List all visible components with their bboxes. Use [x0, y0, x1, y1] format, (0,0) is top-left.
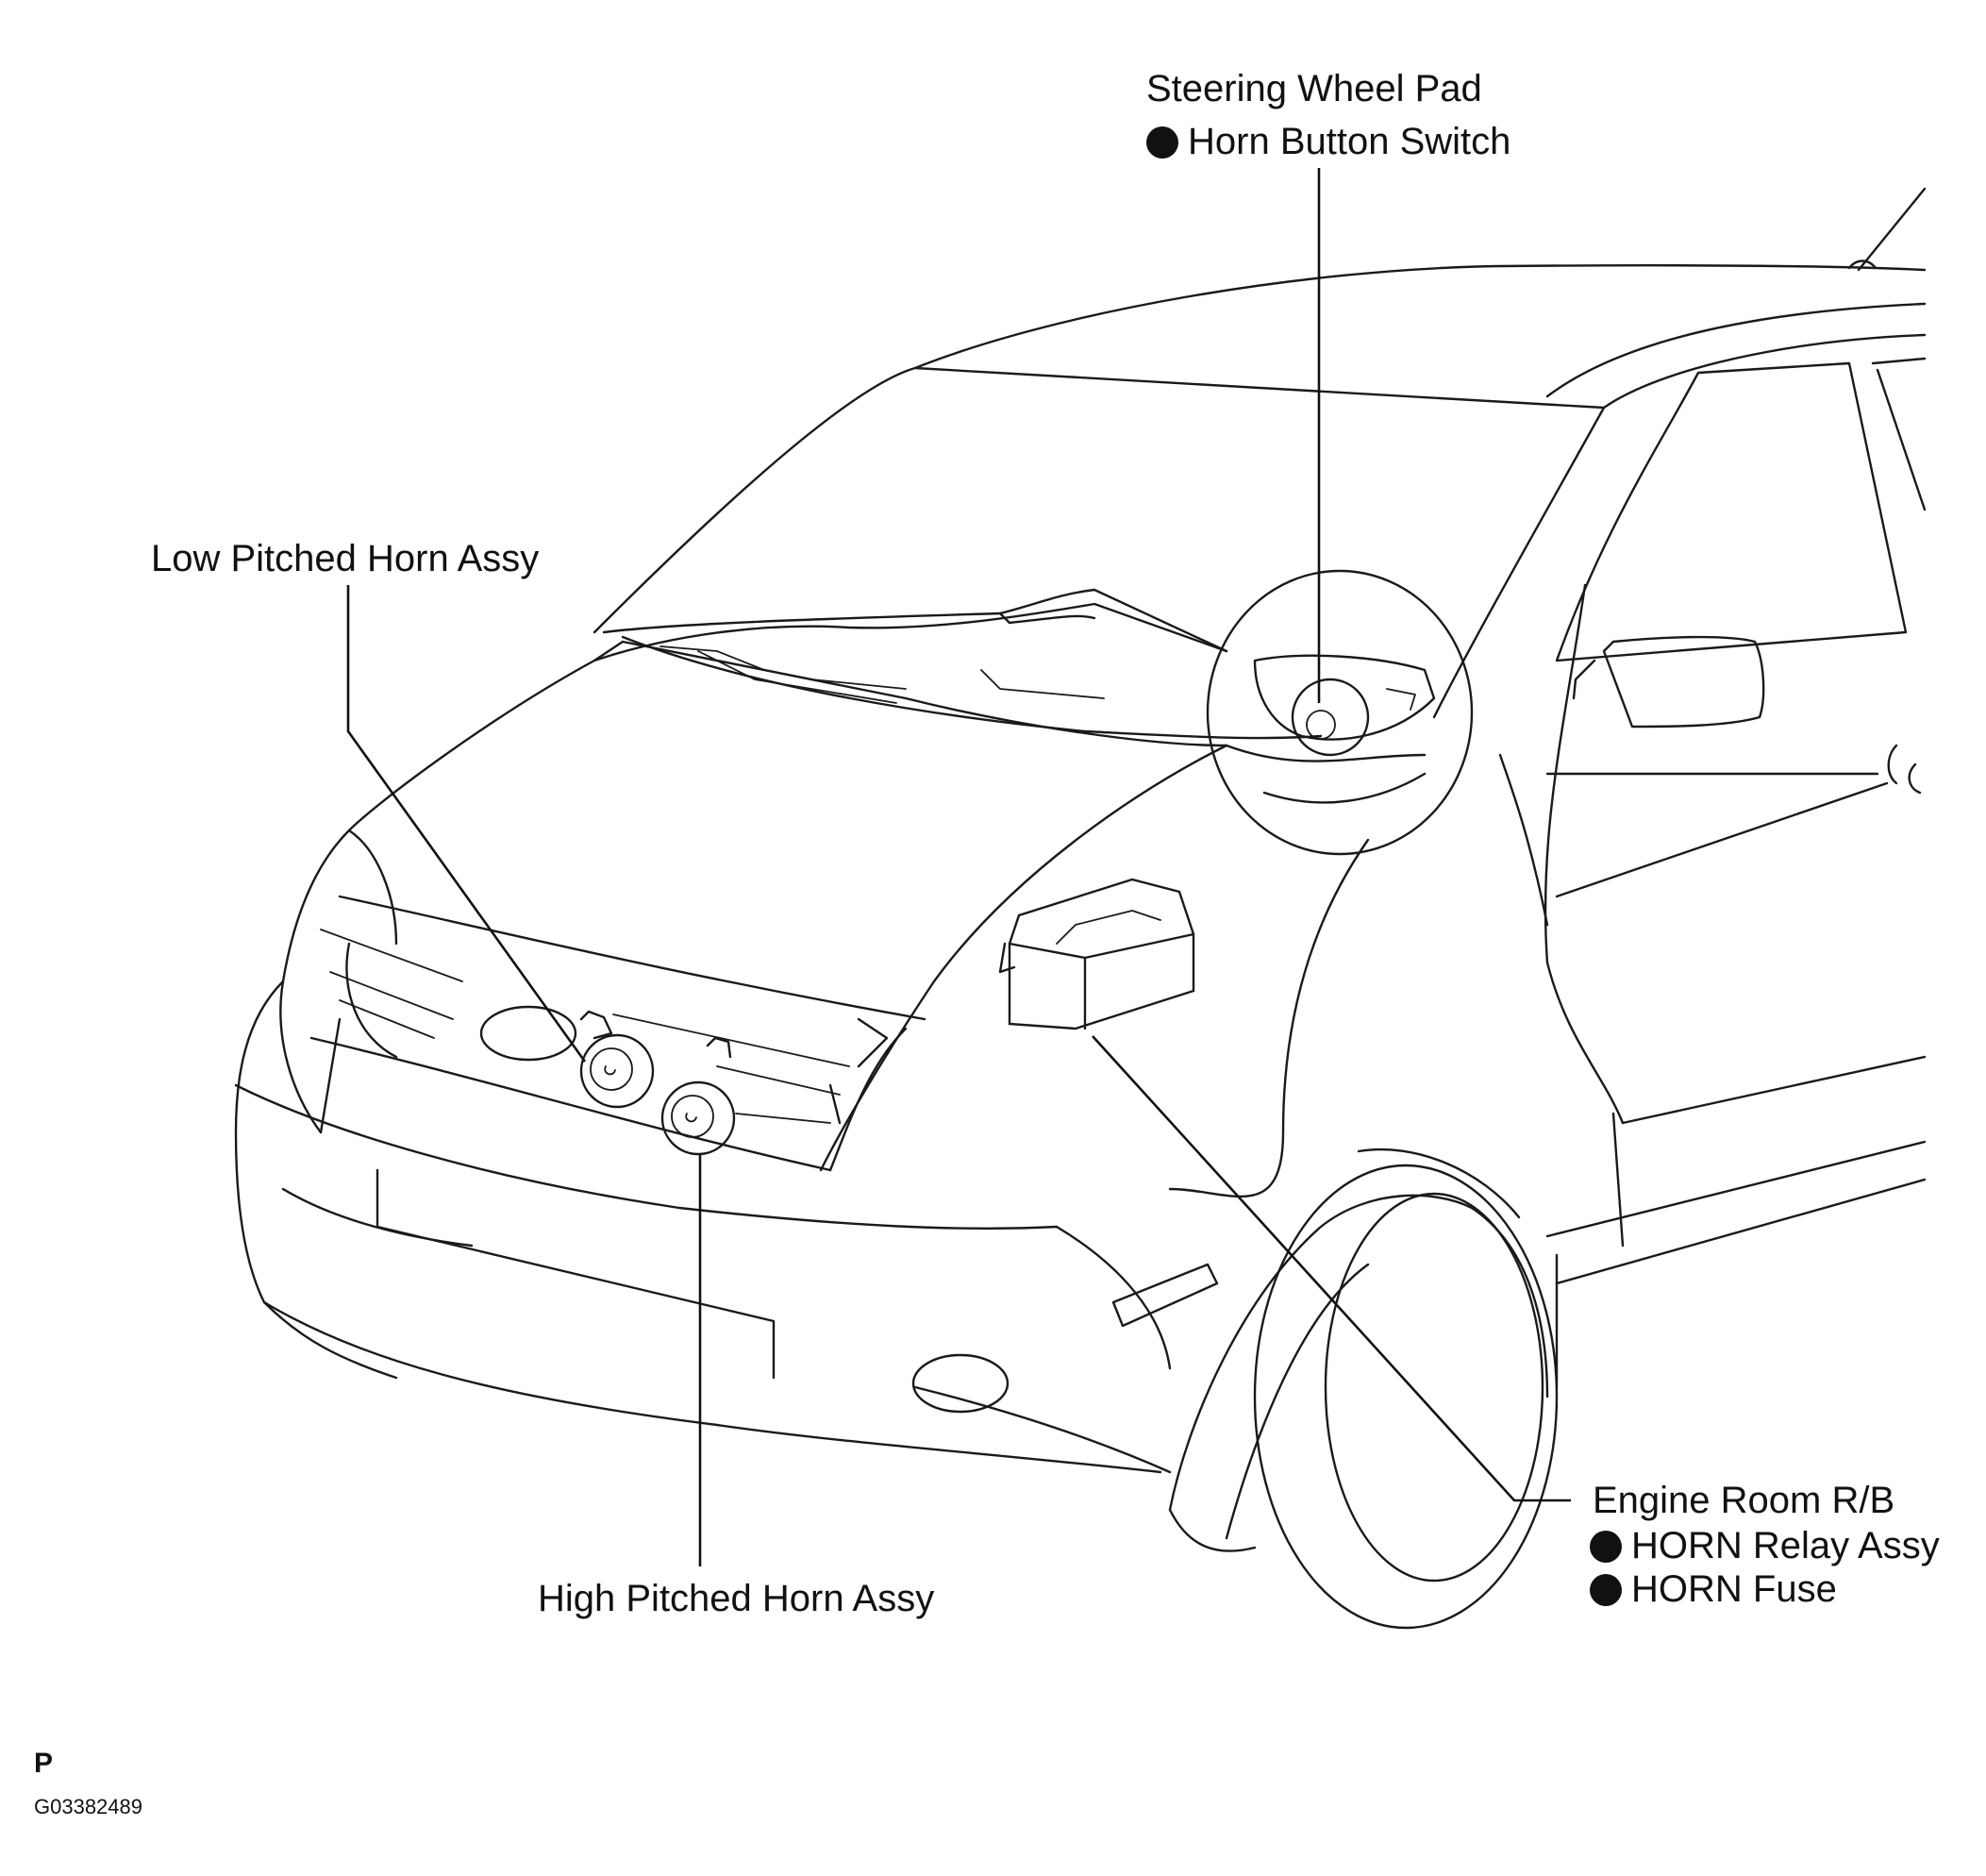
steering-wheel — [1206, 569, 1474, 856]
horn-button-switch-label: Horn Button Switch — [1146, 121, 1510, 162]
engine-room-relay-box — [998, 878, 1195, 1030]
low-pitched-horn-label: Low Pitched Horn Assy — [151, 538, 540, 579]
horn-relay-label: HORN Relay Assy — [1590, 1525, 1940, 1566]
low-pitched-horn — [579, 1010, 655, 1109]
car-body-outline — [234, 187, 1927, 1474]
horn-fuse-label: HORN Fuse — [1590, 1568, 1837, 1610]
figure-code: G03382489 — [34, 1795, 142, 1818]
high-pitched-horn-label: High Pitched Horn Assy — [538, 1578, 935, 1619]
front-wheel — [1168, 1147, 1559, 1630]
horn-fuse-text: HORN Fuse — [1631, 1568, 1837, 1610]
bullet-icon — [1590, 1574, 1622, 1606]
page-mark: P — [34, 1748, 54, 1779]
steering-wheel-pad-label: Steering Wheel Pad — [1146, 68, 1482, 109]
bullet-icon — [1590, 1531, 1622, 1563]
horn-relay-text: HORN Relay Assy — [1631, 1525, 1940, 1566]
windshield-and-wipers — [602, 588, 1323, 740]
horn-button-switch-text: Horn Button Switch — [1188, 121, 1511, 162]
engine-room-rb-label: Engine Room R/B — [1593, 1480, 1895, 1521]
leader-lines — [346, 168, 1571, 1566]
bullet-icon — [1146, 126, 1178, 159]
high-pitched-horn — [660, 1036, 736, 1156]
